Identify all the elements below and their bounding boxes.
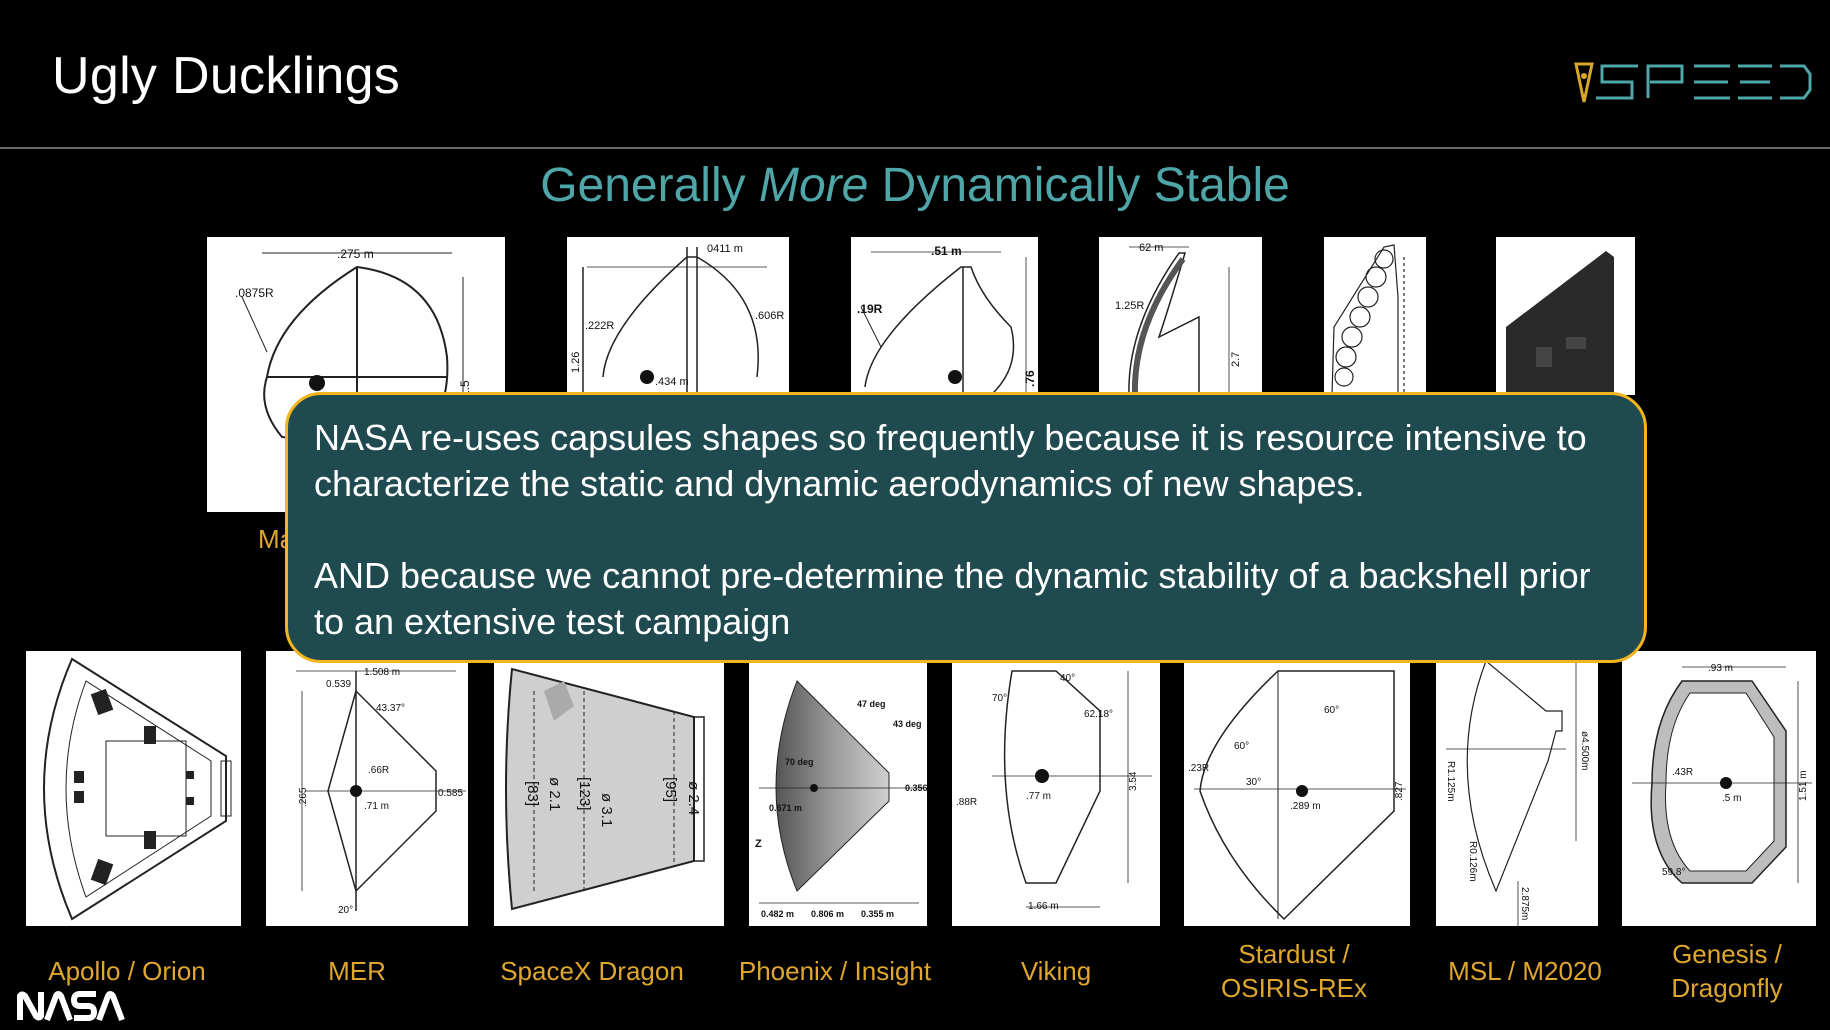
- panel-label: 59.8°: [1662, 867, 1685, 878]
- caption-line: OSIRIS-REx: [1221, 973, 1367, 1003]
- panel-label: 62 m: [1139, 242, 1163, 254]
- panel-label: 30°: [1246, 777, 1261, 788]
- panel-label: .606R: [755, 310, 784, 322]
- panel-label: 0.482 m: [761, 909, 794, 919]
- panel-label: .289 m: [1290, 801, 1321, 812]
- caption-genesis-dragonfly: Genesis / Dragonfly: [1632, 937, 1822, 1005]
- panel-label: 0.356: [905, 783, 927, 793]
- caption-mer: MER: [328, 956, 386, 986]
- nasa-worm-icon: [17, 991, 125, 1022]
- panel-label: 70 deg: [785, 757, 814, 767]
- panel-label: .71 m: [364, 801, 389, 812]
- top-capsule-diagram-4: 62 m 1.25R 2.7: [1099, 237, 1262, 395]
- panel-label: 20°: [338, 905, 353, 916]
- caption-line: Stardust /: [1238, 939, 1350, 969]
- top-capsule-diagram-2: 0411 m .222R .606R .434 m 1.26: [567, 237, 789, 395]
- panel-label: 0.355 m: [861, 909, 894, 919]
- subtitle-emphasis: More: [758, 159, 869, 212]
- slide-title: Ugly Ducklings: [52, 47, 401, 105]
- bottom-capsule-diagram-viking: 40° 70° 62.18° .77 m .88R 3.54 1.66 m: [952, 651, 1160, 926]
- panel-label: .434 m: [655, 376, 689, 388]
- caption-viking: Viking: [1020, 956, 1092, 986]
- bottom-capsule-diagram-genesis: .93 m .43R .5 m 1.51 m 59.8°: [1622, 651, 1816, 926]
- panel-label: ø 2.1: [546, 777, 563, 811]
- subtitle-text: Generally: [540, 159, 759, 212]
- bottom-capsule-diagram-stardust: 60° 60° .23R 30° .289 m .827: [1184, 651, 1410, 926]
- panel-label: .19R: [857, 302, 883, 316]
- bottom-capsule-diagram-dragon: ø 3.1 [123] ø 2.4 [95] ø 2.1 [83]: [494, 651, 724, 926]
- panel-label: Z: [755, 838, 762, 850]
- panel-label: ø 2.4: [685, 781, 702, 815]
- panel-label: .827: [1394, 781, 1405, 801]
- panel-label: 0.806 m: [811, 909, 844, 919]
- header-divider: [0, 147, 1830, 149]
- panel-label: .0875R: [235, 286, 274, 300]
- caption-stardust-osiris-rex: Stardust / OSIRIS-REx: [1198, 937, 1390, 1005]
- callout-paragraph-2: AND because we cannot pre-determine the …: [314, 555, 1591, 642]
- panel-label: .93 m: [1708, 663, 1733, 674]
- subtitle-text-end: Dynamically Stable: [868, 159, 1290, 212]
- panel-label: 43 deg: [893, 719, 922, 729]
- panel-label: 0.585: [438, 788, 463, 799]
- panel-label: ø 3.1: [598, 793, 615, 827]
- callout-box: NASA re-uses capsules shapes so frequent…: [285, 392, 1647, 663]
- panel-label: 2.875m: [1519, 887, 1530, 920]
- panel-label: 1.25R: [1115, 300, 1144, 312]
- panel-label: .23R: [1188, 763, 1209, 774]
- panel-label: ø4.500m: [1579, 731, 1590, 770]
- caption-line: Dragonfly: [1671, 973, 1783, 1003]
- panel-label: 47 deg: [857, 699, 886, 709]
- panel-label: 1.66 m: [1028, 901, 1059, 912]
- caption-phoenix-insight: Phoenix / Insight: [738, 956, 932, 986]
- speed-logo: [1572, 58, 1812, 106]
- top-capsule-diagram-5: [1324, 237, 1426, 395]
- panel-label: .265: [298, 787, 309, 807]
- bottom-capsule-diagram-msl: R1.125m R0.126m ø4.500m 2.875m: [1436, 651, 1598, 926]
- panel-label: .275 m: [337, 247, 374, 261]
- panel-label: .5 m: [1722, 793, 1741, 804]
- panel-label: 0411 m: [707, 243, 743, 255]
- top-capsule-diagram-6: [1496, 237, 1635, 395]
- panel-label: 43.37°: [376, 703, 405, 714]
- panel-label: .51 m: [931, 244, 962, 258]
- panel-label: 0.539: [326, 679, 351, 690]
- panel-label: .43R: [1672, 767, 1693, 778]
- panel-label: [83]: [524, 781, 541, 806]
- bottom-capsule-diagram-mer: 1.508 m 0.539 43.37° .66R .71 m .265 0.5…: [266, 651, 468, 926]
- caption-apollo-orion: Apollo / Orion: [48, 956, 206, 986]
- caption-line: Genesis /: [1672, 939, 1782, 969]
- panel-label: [95]: [662, 777, 679, 802]
- panel-label: .88R: [956, 797, 977, 808]
- caption-spacex-dragon: SpaceX Dragon: [500, 956, 684, 986]
- nasa-logo: [16, 990, 126, 1027]
- panel-label: 62.18°: [1084, 709, 1113, 720]
- panel-label: .76: [1023, 370, 1037, 387]
- panel-label: R0.126m: [1467, 841, 1478, 882]
- speed-logo-icon: [1574, 62, 1812, 103]
- bottom-capsule-diagram-phoenix: 47 deg 43 deg 70 deg 0.671 m 0.356 0.482…: [749, 651, 927, 926]
- panel-label: 0.671 m: [769, 803, 802, 813]
- panel-label: 60°: [1234, 741, 1249, 752]
- callout-paragraph-1: NASA re-uses capsules shapes so frequent…: [314, 417, 1587, 504]
- section-subtitle: Generally More Dynamically Stable: [0, 158, 1830, 213]
- caption-msl-m2020: MSL / M2020: [1448, 956, 1602, 986]
- panel-label: 2.7: [1230, 352, 1242, 367]
- panel-label: 1.508 m: [364, 667, 400, 678]
- panel-label: 1.51 m: [1798, 770, 1809, 801]
- bottom-capsule-diagram-apollo: [26, 651, 241, 926]
- panel-label: 60°: [1324, 705, 1339, 716]
- panel-label: 70°: [992, 693, 1007, 704]
- panel-label: R1.125m: [1445, 761, 1456, 802]
- panel-label: .222R: [585, 320, 614, 332]
- panel-label: [123]: [576, 777, 593, 810]
- panel-label: .77 m: [1026, 791, 1051, 802]
- top-capsule-diagram-3: .51 m .19R .76: [851, 237, 1038, 395]
- panel-label: .66R: [368, 765, 389, 776]
- panel-label: 40°: [1060, 673, 1075, 684]
- panel-label: 1.26: [570, 352, 582, 373]
- panel-label: 3.54: [1128, 771, 1139, 791]
